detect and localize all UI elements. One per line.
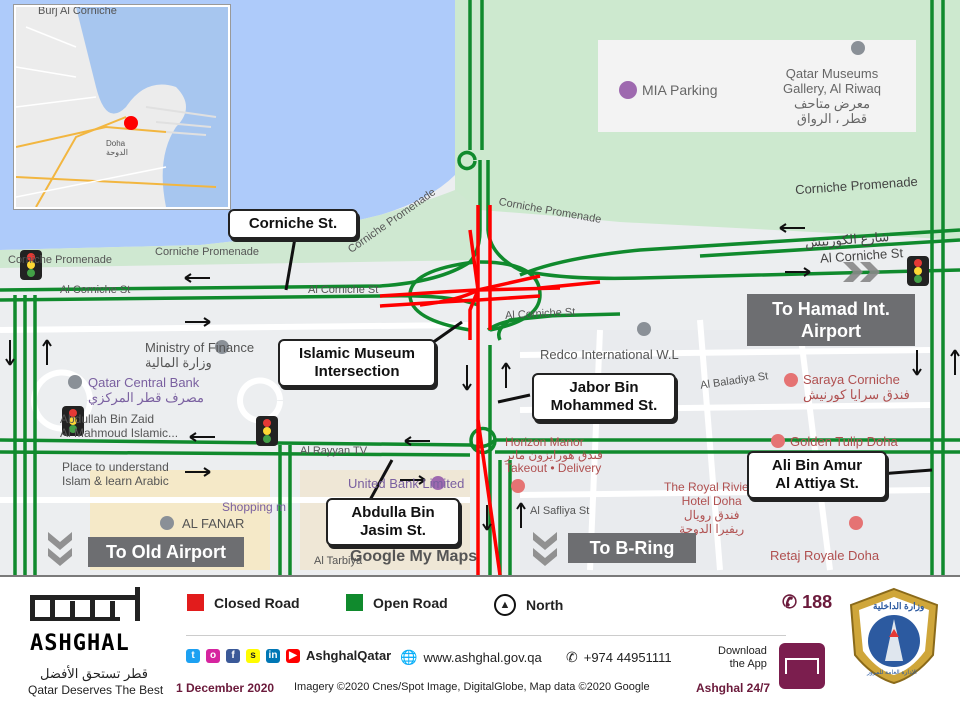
poi-qatar-museums: Qatar Museums Gallery, Al Riwaq معرض متا…	[783, 66, 882, 126]
map-base	[0, 0, 960, 575]
street-label-tarbiya: Al Tarbiya	[314, 555, 363, 567]
street-label-corniche-2: Al Corniche St	[308, 284, 379, 296]
map-view[interactable]: Al Corniche St Al Corniche St Al Cornich…	[0, 0, 960, 575]
closed-roads	[379, 205, 601, 575]
imagery-credit: Imagery ©2020 Cnes/Spot Image, DigitalGl…	[294, 681, 650, 693]
legend-open-label: Open Road	[373, 594, 448, 611]
poi-royal-riviera: The Royal Riviera Hotel Doha فندق رويال …	[664, 480, 760, 536]
poi-ministry-finance: Ministry of Finance وزارة المالية	[145, 340, 255, 370]
poi-united-bank: United Bank Limited	[348, 476, 465, 491]
street-label-promenade-2: Corniche Promenade	[155, 246, 259, 258]
ashghal-logo-mark	[30, 587, 140, 621]
museum-block	[598, 40, 916, 132]
poi-saraya: Saraya Corniche فندق سرايا كورنيش	[803, 372, 910, 402]
phone-icon: ✆	[782, 592, 798, 612]
legend-closed-label: Closed Road	[214, 594, 300, 611]
legend-closed-swatch	[187, 594, 204, 611]
inset-map-graphic	[16, 7, 228, 207]
download-app-label: Download the App	[718, 645, 767, 670]
direction-b-ring: To B-Ring	[568, 533, 696, 563]
app-icon-logo	[785, 658, 819, 674]
emblem-graphic	[849, 587, 939, 685]
website-text[interactable]: www.ashghal.gov.qa	[423, 650, 542, 665]
poi-shopping: Shopping m	[222, 500, 287, 514]
ashghal-logo: ASHGHAL	[30, 587, 150, 657]
legend-north-label: North	[526, 597, 564, 613]
poi-central-bank: Qatar Central Bank مصرف قطر المركزي	[88, 375, 204, 405]
traffic-arrows	[5, 223, 960, 531]
hotline: ✆ 188	[782, 592, 832, 613]
legend-open-swatch	[346, 594, 363, 611]
snapchat-icon[interactable]: s	[246, 648, 260, 663]
legend-closed: Closed Road	[187, 594, 300, 611]
social-row[interactable]: t o f s in ▶ AshghalQatar	[186, 648, 391, 663]
legend-north: ▲ North	[494, 594, 563, 616]
street-label-safliya: Al Safliya St	[530, 505, 590, 517]
globe-icon: 🌐	[400, 649, 418, 665]
poi-al-rayyan: Al Rayyan TV	[300, 445, 368, 457]
callout-abdulla: Abdulla Bin Jasim St.	[326, 498, 460, 546]
poi-place-islam: Place to understand Islam & learn Arabic	[62, 460, 169, 488]
callout-jabor: Jabor Bin Mohammed St.	[532, 373, 676, 421]
direction-hamad-airport: To Hamad Int. Airport	[747, 294, 915, 346]
callout-islamic-museum: Islamic Museum Intersection	[278, 339, 436, 387]
direction-old-airport: To Old Airport	[88, 537, 244, 567]
poi-golden-tulip: Golden Tulip Doha	[790, 434, 898, 449]
google-my-maps-logo: Google My Maps	[350, 548, 478, 565]
inset-map[interactable]: Burj Al Corniche Doha الدوحة	[14, 5, 230, 209]
facebook-icon[interactable]: f	[226, 648, 240, 663]
street-label-corniche: Al Corniche St	[60, 284, 131, 296]
footer: ASHGHAL قطر تستحق الأفضل Qatar Deserves …	[0, 575, 960, 722]
social-handle[interactable]: AshghalQatar	[306, 648, 392, 663]
linkedin-icon[interactable]: in	[266, 648, 280, 663]
traffic-lights	[20, 250, 929, 446]
app-name: Ashghal 24/7	[696, 681, 771, 695]
poi-mia-parking: MIA Parking	[642, 82, 718, 98]
website-link[interactable]: 🌐 www.ashghal.gov.qa	[400, 649, 542, 666]
youtube-icon[interactable]: ▶	[286, 648, 300, 663]
poi-horizon-manor: Horizon Manor فندق هورايزون مانر Takeout…	[505, 435, 603, 475]
callout-corniche: Corniche St.	[228, 209, 358, 239]
app-icon[interactable]	[779, 643, 825, 689]
phone-link[interactable]: ✆ +974 44951111	[566, 649, 672, 666]
poi-redco: Redco International W.L	[540, 347, 679, 362]
legend-open: Open Road	[346, 594, 448, 611]
footer-divider	[186, 635, 786, 636]
instagram-icon[interactable]: o	[206, 648, 220, 663]
brand-tagline: Qatar Deserves The Best	[28, 683, 164, 697]
emblem-subtext: الإدارة العامة للمرور	[867, 670, 917, 676]
brand-arabic: قطر تستحق الأفضل	[40, 666, 149, 681]
twitter-icon[interactable]: t	[186, 648, 200, 663]
north-arrow-icon: ▲	[494, 594, 516, 616]
phone-text[interactable]: +974 44951111	[583, 650, 672, 665]
emblem-text: وزارة الداخلية	[873, 601, 925, 611]
traffic-department-emblem: وزارة الداخلية الإدارة العامة للمرور	[845, 587, 943, 685]
inset-label-top: Burj Al Corniche	[38, 5, 117, 17]
street-label-promenade-1: Corniche Promenade	[8, 254, 112, 266]
poi-abdullah-bin-zaid: Abdullah Bin Zaid Al Mahmoud Islamic...	[60, 412, 179, 440]
poi-retaj: Retaj Royale Doha	[770, 548, 880, 563]
callout-ali-bin-amur: Ali Bin Amur Al Attiya St.	[747, 451, 887, 499]
poi-al-fanar: AL FANAR	[182, 516, 245, 531]
phone-handset-icon: ✆	[566, 649, 578, 665]
hotline-number: 188	[802, 592, 833, 612]
date: 1 December 2020	[176, 681, 275, 695]
ashghal-wordmark: ASHGHAL	[30, 631, 130, 656]
inset-label-doha: Doha الدوحة	[106, 139, 128, 157]
